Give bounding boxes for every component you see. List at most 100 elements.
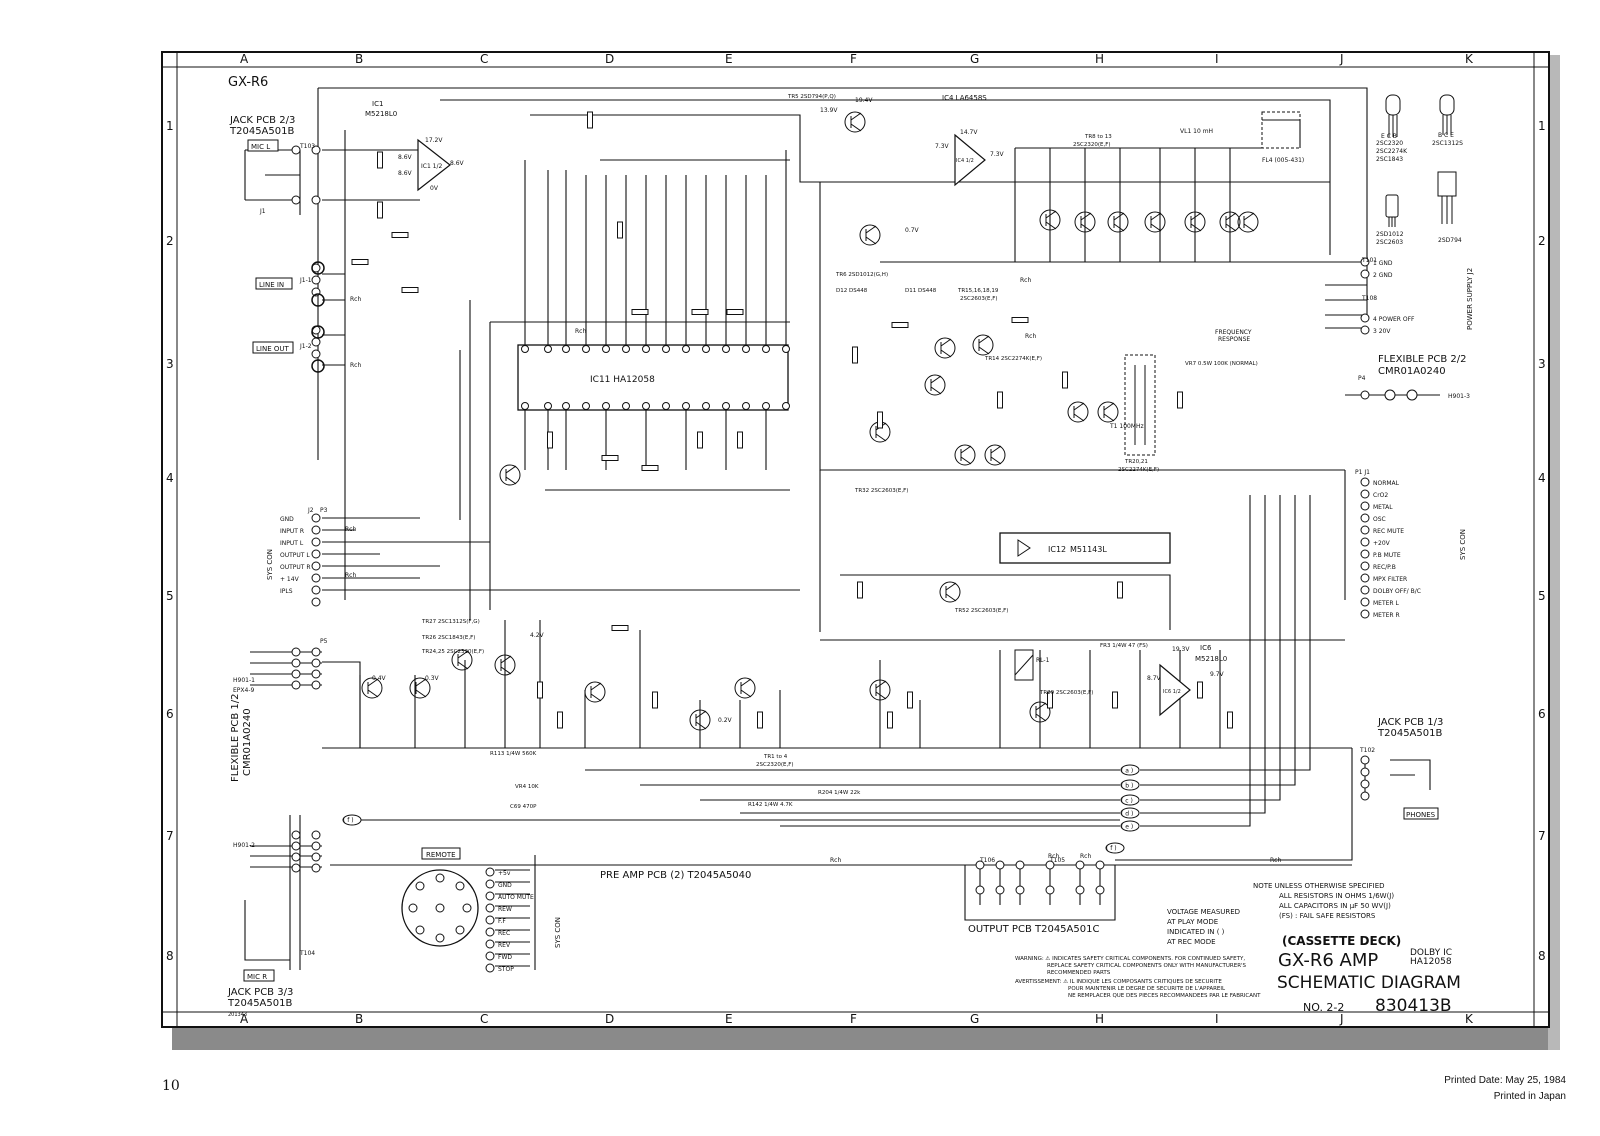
flex-terminal	[291, 680, 301, 690]
resistor	[377, 151, 383, 169]
ic4-half: IC4 1/2	[956, 158, 974, 164]
grid-row-right-7: 7	[1538, 829, 1546, 843]
note-line: ALL CAPACITORS IN μF 50 WV(J)	[1279, 902, 1391, 910]
tr32-label: TR32 2SC2603(E,F)	[854, 488, 908, 494]
flex-terminal	[311, 841, 321, 851]
key-pins-bce: B C E	[1438, 132, 1454, 139]
resistor	[587, 111, 593, 129]
grid-col-bottom-G: G	[970, 1012, 979, 1026]
remote-pin: GND	[498, 882, 512, 889]
tr20-label: TR20,21	[1124, 459, 1148, 465]
tr24-label: TR24,25 2SC2320(E,F)	[421, 649, 484, 655]
output-terminal	[1075, 885, 1085, 895]
voltage-reading: 19.3V	[1172, 646, 1190, 653]
ic11-pin-top	[562, 345, 570, 353]
conn-id-h901_1: H901-1	[233, 677, 255, 684]
warning-note: WARNING: ⚠ INDICATES SAFETY CRITICAL COM…	[1015, 956, 1261, 999]
warning-line: REPLACE SAFETY CRITICAL COMPONENTS ONLY …	[1047, 963, 1247, 969]
rch-label: Rch	[830, 857, 841, 864]
c69-label: C69 470P	[510, 804, 537, 810]
voltage-readings: 13.9V19.4V14.7V7.3V7.3V8.6V8.6V8.6V17.2V…	[372, 97, 1225, 724]
mic-l-label: MIC L	[251, 143, 270, 151]
sys-con-left-pin: OUTPUT L	[280, 552, 310, 559]
resistor	[547, 431, 553, 449]
grid-row-left-7: 7	[166, 829, 174, 843]
resistor	[391, 232, 409, 238]
line-out-terminal	[311, 337, 321, 347]
resistor	[1117, 581, 1123, 599]
line-in-label: LINE IN	[259, 281, 284, 289]
output-terminal	[995, 860, 1005, 870]
jack13-terminal	[1360, 791, 1370, 801]
grid-row-left-3: 3	[166, 357, 174, 371]
transistor	[409, 677, 431, 699]
ic11-pin-bottom	[702, 402, 710, 410]
voltage-reading: 0.4V	[372, 675, 387, 682]
title-dolby-1: DOLBY IC	[1410, 948, 1452, 958]
r142-label: R142 1/4W 4.7K	[748, 802, 793, 808]
flex22-part: CMR01A0240	[1378, 366, 1446, 377]
resistor	[726, 309, 744, 315]
ic6-part: M5218L0	[1195, 655, 1227, 663]
bus-letter-f: ( f )	[1106, 845, 1117, 852]
conn-id-p3: P3	[320, 507, 328, 514]
voltage-reading: 17.2V	[425, 137, 443, 144]
grid-col-top-A: A	[240, 52, 249, 66]
grid-col-top-B: B	[355, 52, 363, 66]
ic11-pin-bottom	[662, 402, 670, 410]
voltage-reading: 8.6V	[398, 154, 413, 161]
sys-con-left-terminal	[311, 573, 321, 583]
grid-row-left-2: 2	[166, 234, 174, 248]
voltage-reading: 0.2V	[718, 717, 733, 724]
flex-terminal	[311, 658, 321, 668]
sheet-frame	[161, 51, 1550, 1028]
resistor-symbols	[351, 111, 1233, 729]
sys-con-left: SYS CON	[266, 549, 274, 580]
remote-terminal	[485, 915, 495, 925]
transistor	[1039, 209, 1061, 231]
resistor	[351, 259, 369, 265]
sys-con-remote: SYS CON	[554, 917, 562, 948]
transistor	[1237, 211, 1259, 233]
transistor	[1219, 211, 1241, 233]
sys-con-left-pin: IPLS	[280, 588, 293, 595]
bus-letter: ( b )	[1121, 783, 1133, 790]
flex-terminal	[311, 830, 321, 840]
bus-letter: ( c )	[1121, 798, 1133, 805]
bus-letter: ( d )	[1121, 811, 1133, 818]
fr3-label: FR3 1/4W 47 (FS)	[1100, 643, 1148, 649]
jack33-part: T2045A501B	[227, 998, 292, 1009]
avertissement-line: AVERTISSEMENT: ⚠ IL INDIQUE LES COMPOSAN…	[1015, 979, 1222, 985]
output-terminal	[975, 860, 985, 870]
sys-con-right-terminal	[1360, 597, 1370, 607]
sys-con-right-pin: METAL	[1373, 504, 1393, 511]
sys-con-left-pin: INPUT R	[280, 528, 304, 535]
jack23-title: JACK PCB 2/3	[229, 115, 295, 126]
sys-con-left-terminal	[311, 549, 321, 559]
sys-con-left-terminal	[311, 513, 321, 523]
flex22-terminal	[1360, 390, 1370, 400]
ic1-opamp	[417, 138, 451, 192]
resistor	[757, 711, 763, 729]
ic11-pin-bottom	[782, 402, 790, 410]
sys-con-left-terminal	[311, 561, 321, 571]
bus-letter: ( e )	[1121, 824, 1133, 831]
resistor	[737, 431, 743, 449]
rch-label: Rch	[1025, 333, 1036, 340]
jack13-terminal	[1360, 767, 1370, 777]
resistor	[631, 309, 649, 315]
phones-label: PHONES	[1406, 811, 1436, 819]
flex-terminal	[291, 658, 301, 668]
rch-label: Rch	[345, 526, 356, 533]
avertissement-line: POUR MAINTENIR LE DEGRE DE SECURITE DE L…	[1068, 986, 1226, 992]
resistor	[1227, 711, 1233, 729]
grid-col-top-G: G	[970, 52, 979, 66]
resistor	[1177, 391, 1183, 409]
ic11-pin-bottom	[622, 402, 630, 410]
jack-terminal	[291, 145, 301, 155]
rch-label: Rch	[575, 328, 586, 335]
sys-con-right: SYS CON	[1459, 529, 1467, 560]
resistor	[601, 455, 619, 461]
